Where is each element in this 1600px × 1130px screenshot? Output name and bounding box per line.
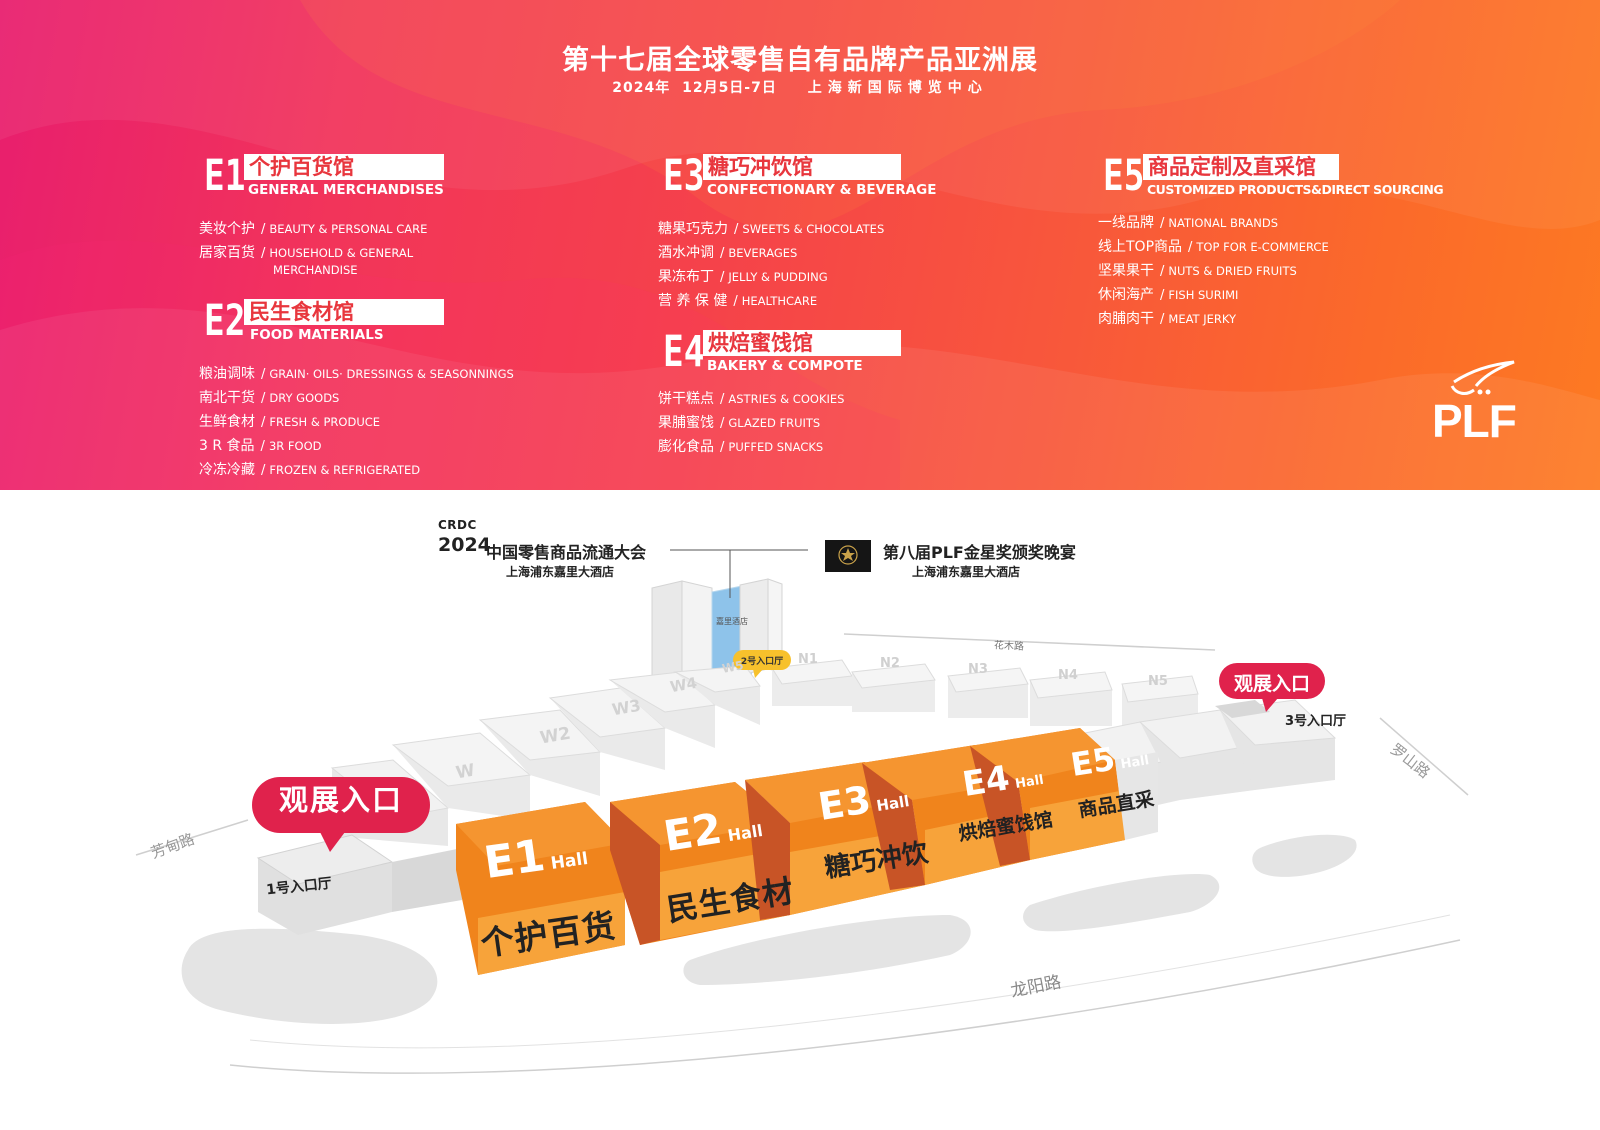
entry-hall-1-block [256,834,462,935]
hall-name-cn: 个护百货馆 [244,154,444,180]
category-item: 肉脯肉干/MEAT JERKY [1098,311,1237,327]
category-item: 饼干糕点/ASTRIES & COOKIES [658,391,845,407]
plf-logo: PLF [1432,360,1542,450]
hall-label-n1: N1 [798,652,818,667]
hall-name-en: GENERAL MERCHANDISES [248,182,444,198]
category-item: 酒水冲调/BEVERAGES [658,245,798,261]
category-item: 营 养 保 健/HEALTHCARE [658,293,818,309]
hall-label-w: W [454,760,477,784]
category-item: 冷冻冷藏/FROZEN & REFRIGERATED [199,462,421,478]
hall-name-cn: 烘焙蜜饯馆 [703,330,901,356]
entrance-label-1: 观展入口 [278,783,403,817]
hall-name-cn: 糖巧冲饮馆 [703,154,901,180]
hall-category-list: 饼干糕点/ASTRIES & COOKIES 果脯蜜饯/GLAZED FRUIT… [658,387,844,459]
venue-map: 嘉里酒店 [0,490,1600,1130]
entry-hall-2-label: 2号入口厅 [740,657,784,667]
hotel-label: 嘉里酒店 [716,616,748,626]
hall-label-n3: N3 [968,662,988,677]
hall-code: E3 [663,151,705,201]
crdc-year: 2024 [438,534,491,556]
hall-code: E4 [663,327,705,377]
road-line-bottom-inner [249,914,1451,1049]
crdc-venue: 上海浦东嘉里大酒店 [506,565,615,579]
category-item: 糖果巧克力/SWEETS & CHOCOLATES [658,221,885,237]
category-item: 粮油调味/GRAIN· OILS· DRESSINGS & SEASONNING… [199,366,514,382]
hall-name-en: CUSTOMIZED PRODUCTS&DIRECT SOURCING [1147,182,1444,197]
plf-logo-text: PLF [1432,395,1517,447]
hall-code: E1 [204,151,246,201]
parking-lot [683,915,971,985]
parking-lot [1252,834,1357,877]
category-item: 膨化食品/PUFFED SNACKS [658,439,824,455]
road-line-left [135,819,249,856]
plf-swoosh-icon [1450,360,1515,395]
entrance-marker-1 [252,777,430,852]
crdc-name: 中国零售商品流通大会 [486,543,647,562]
north-hall-blocks [771,659,1199,728]
hall-name-cn: 商品定制及直采馆 [1143,154,1339,180]
hall-category-list: 糖果巧克力/SWEETS & CHOCOLATES 酒水冲调/BEVERAGES… [658,217,884,313]
category-item: 线上TOP商品/TOP FOR E-COMMERCE [1098,239,1329,255]
entry-hall-3-label: 3号入口厅 [1285,714,1347,729]
entrance-marker-3 [1219,663,1325,712]
category-item: 坚果果干/NUTS & DRIED FRUITS [1098,263,1297,279]
category-item: 一线品牌/NATIONAL BRANDS [1098,215,1279,231]
hall-name-cn: 民生食材馆 [244,299,444,325]
hall-code: E5 [1103,151,1145,201]
hall-category-list: 一线品牌/NATIONAL BRANDS 线上TOP商品/TOP FOR E-C… [1098,211,1329,331]
road-line-top [843,633,1216,651]
entry-hall-2-badge [733,650,791,678]
parking-lot [1023,874,1220,932]
gala-venue: 上海浦东嘉里大酒店 [912,565,1021,579]
exhibition-date: 2024年 12月5日-7日 [612,80,777,96]
crdc-logo: CRDC [438,518,477,532]
category-item: 果脯蜜饯/GLAZED FRUITS [658,415,821,431]
east-orange-halls [456,728,1158,975]
hall-label-n2: N2 [880,656,900,671]
hall-name-en: FOOD MATERIALS [250,327,384,343]
gala-name: 第八届PLF金星奖颁奖晚宴 [883,543,1076,562]
hall-code: E2 [204,296,246,346]
exhibition-date-venue: 2024年 12月5日-7日 上海新国际博览中心 [0,77,1600,97]
entrance-label-3: 观展入口 [1233,673,1310,695]
hall-label-n5: N5 [1148,674,1168,689]
category-item: 美妆个护/BEAUTY & PERSONAL CARE [199,221,428,237]
road-label-huamu: 花木路 [993,640,1025,653]
award-thumbnail [825,540,871,572]
category-item: 3 R 食品/3R FOOD [199,438,322,454]
hall-name-en: CONFECTIONARY & BEVERAGE [707,182,937,198]
category-item: 果冻布丁/JELLY & PUDDING [658,269,828,285]
category-item: 南北干货/DRY GOODS [199,390,340,406]
hall-label-n4: N4 [1058,668,1078,683]
hall-name-en: BAKERY & COMPOTE [707,358,863,374]
road-line-right [1379,717,1469,796]
road-line-bottom [229,939,1461,1074]
hall-category-list: 美妆个护/BEAUTY & PERSONAL CARE 居家百货/HOUSEHO… [199,217,428,277]
exhibition-venue: 上海新国际博览中心 [807,80,988,96]
exhibition-banner: 第十七届全球零售自有品牌产品亚洲展 2024年 12月5日-7日 上海新国际博览… [0,0,1600,490]
exhibition-title: 第十七届全球零售自有品牌产品亚洲展 [562,45,1038,76]
category-item: 休闲海产/FISH SURIMI [1098,287,1239,303]
parking-lot [181,928,438,1024]
venue-map-drawing: 嘉里酒店 [135,540,1469,1074]
hall-category-list: 粮油调味/GRAIN· OILS· DRESSINGS & SEASONNING… [199,362,514,482]
category-item: 生鲜食材/FRESH & PRODUCE [199,414,381,430]
